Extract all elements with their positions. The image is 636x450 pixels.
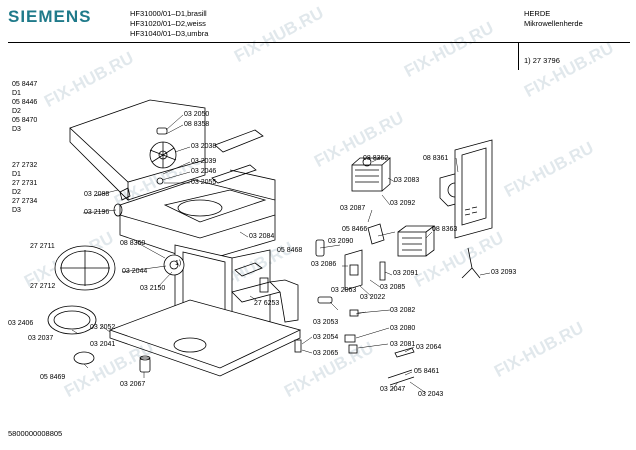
part-label: 03 2080 — [390, 325, 416, 332]
document-number: 5800000008805 — [8, 429, 63, 438]
part-label: 27 2732 — [12, 162, 38, 169]
part-label: 03 2053 — [313, 319, 339, 326]
part-label: 03 2043 — [418, 391, 444, 398]
part-label: 03 2092 — [390, 200, 416, 207]
part-label: D2 — [12, 189, 21, 196]
part-label: 03 2087 — [340, 205, 366, 212]
part-label: 27 2731 — [12, 180, 38, 187]
transformer — [397, 225, 436, 257]
part-label: 03 2052 — [90, 324, 116, 331]
roller-ring — [47, 305, 97, 335]
part-label: 03 2047 — [380, 386, 406, 393]
part-label: 08 8360 — [120, 240, 146, 247]
part-label: 03 2084 — [249, 233, 275, 240]
model-line-1: HF31000/01–D1,brasill — [130, 9, 207, 18]
part-label: 03 2093 — [491, 269, 517, 276]
sidebar-divider — [518, 42, 519, 70]
part-label: D1 — [12, 90, 21, 97]
category-subtitle: Mikrowellenherde — [524, 19, 583, 28]
part-label: 27 2734 — [12, 198, 38, 205]
part-label: 27 2711 — [30, 243, 55, 250]
part-label: 03 2085 — [380, 284, 406, 291]
part-label: 1) — [175, 260, 182, 267]
part-label: 03 2082 — [390, 307, 416, 314]
control-panel — [454, 139, 493, 239]
part-label: 03 2064 — [416, 344, 442, 351]
switch-bracket — [344, 249, 386, 291]
part-label: 03 2022 — [360, 294, 386, 301]
part-label: 03 2081 — [390, 341, 416, 348]
part-label: D3 — [12, 207, 21, 214]
part-label: 03 2406 — [8, 320, 34, 327]
part-label: 03 2050 — [184, 111, 210, 118]
part-label: D2 — [12, 108, 21, 115]
category-title: HERDE — [524, 9, 551, 18]
part-label: 03 2083 — [394, 177, 420, 184]
part-label: 03 2091 — [393, 270, 419, 277]
part-label: 03 2150 — [140, 285, 166, 292]
part-label: 05 8447 — [12, 81, 38, 88]
small-parts — [113, 187, 481, 386]
brand-logo: SIEMENS — [8, 7, 92, 26]
part-label: 27 6253 — [254, 300, 280, 307]
part-label: 05 8461 — [414, 368, 440, 375]
part-label: 05 8470 — [12, 117, 38, 124]
part-label: D1 — [12, 171, 21, 178]
part-label: 08 8361 — [423, 155, 449, 162]
rail-part — [211, 129, 264, 184]
part-label: 03 2041 — [90, 341, 116, 348]
capacitor — [367, 223, 385, 245]
waveguide — [231, 262, 299, 323]
part-label: 03 2046 — [191, 168, 217, 175]
header-divider — [8, 42, 630, 43]
part-label: 03 2063 — [331, 287, 357, 294]
part-label: 03 2044 — [122, 268, 148, 275]
part-label: 05 8469 — [40, 374, 66, 381]
page-reference: 1) 27 3796 — [524, 56, 560, 65]
model-line-2: HF31020/01–D2,weiss — [130, 19, 206, 28]
part-label: 27 2712 — [30, 283, 56, 290]
turntable-plate — [54, 245, 116, 291]
part-label: 08 8363 — [432, 226, 458, 233]
part-label: 03 2086 — [311, 261, 337, 268]
part-label: 03 2196 — [84, 209, 110, 216]
leader-lines — [71, 114, 491, 394]
magnetron — [351, 157, 392, 192]
fan-assembly — [149, 127, 177, 185]
part-label: 03 2038 — [191, 143, 217, 150]
part-label: 03 2039 — [191, 158, 217, 165]
part-label: 05 8466 — [342, 226, 368, 233]
base-plate — [108, 299, 302, 377]
model-line-3: HF31040/01–D3,umbra — [130, 29, 209, 38]
part-label: 05 8468 — [277, 247, 303, 254]
part-label: 08 8358 — [184, 121, 210, 128]
part-label: 08 8362 — [363, 155, 389, 162]
part-label: 03 2055 — [191, 179, 217, 186]
part-label: 05 8446 — [12, 99, 38, 106]
part-label: 03 2065 — [313, 350, 339, 357]
part-label: 03 2037 — [28, 335, 54, 342]
part-label: D3 — [12, 126, 21, 133]
part-label: 03 2088 — [84, 191, 110, 198]
part-label: 03 2067 — [120, 381, 146, 388]
part-label: 03 2054 — [313, 334, 339, 341]
part-label: 03 2090 — [328, 238, 354, 245]
motor-coupling — [73, 351, 151, 373]
